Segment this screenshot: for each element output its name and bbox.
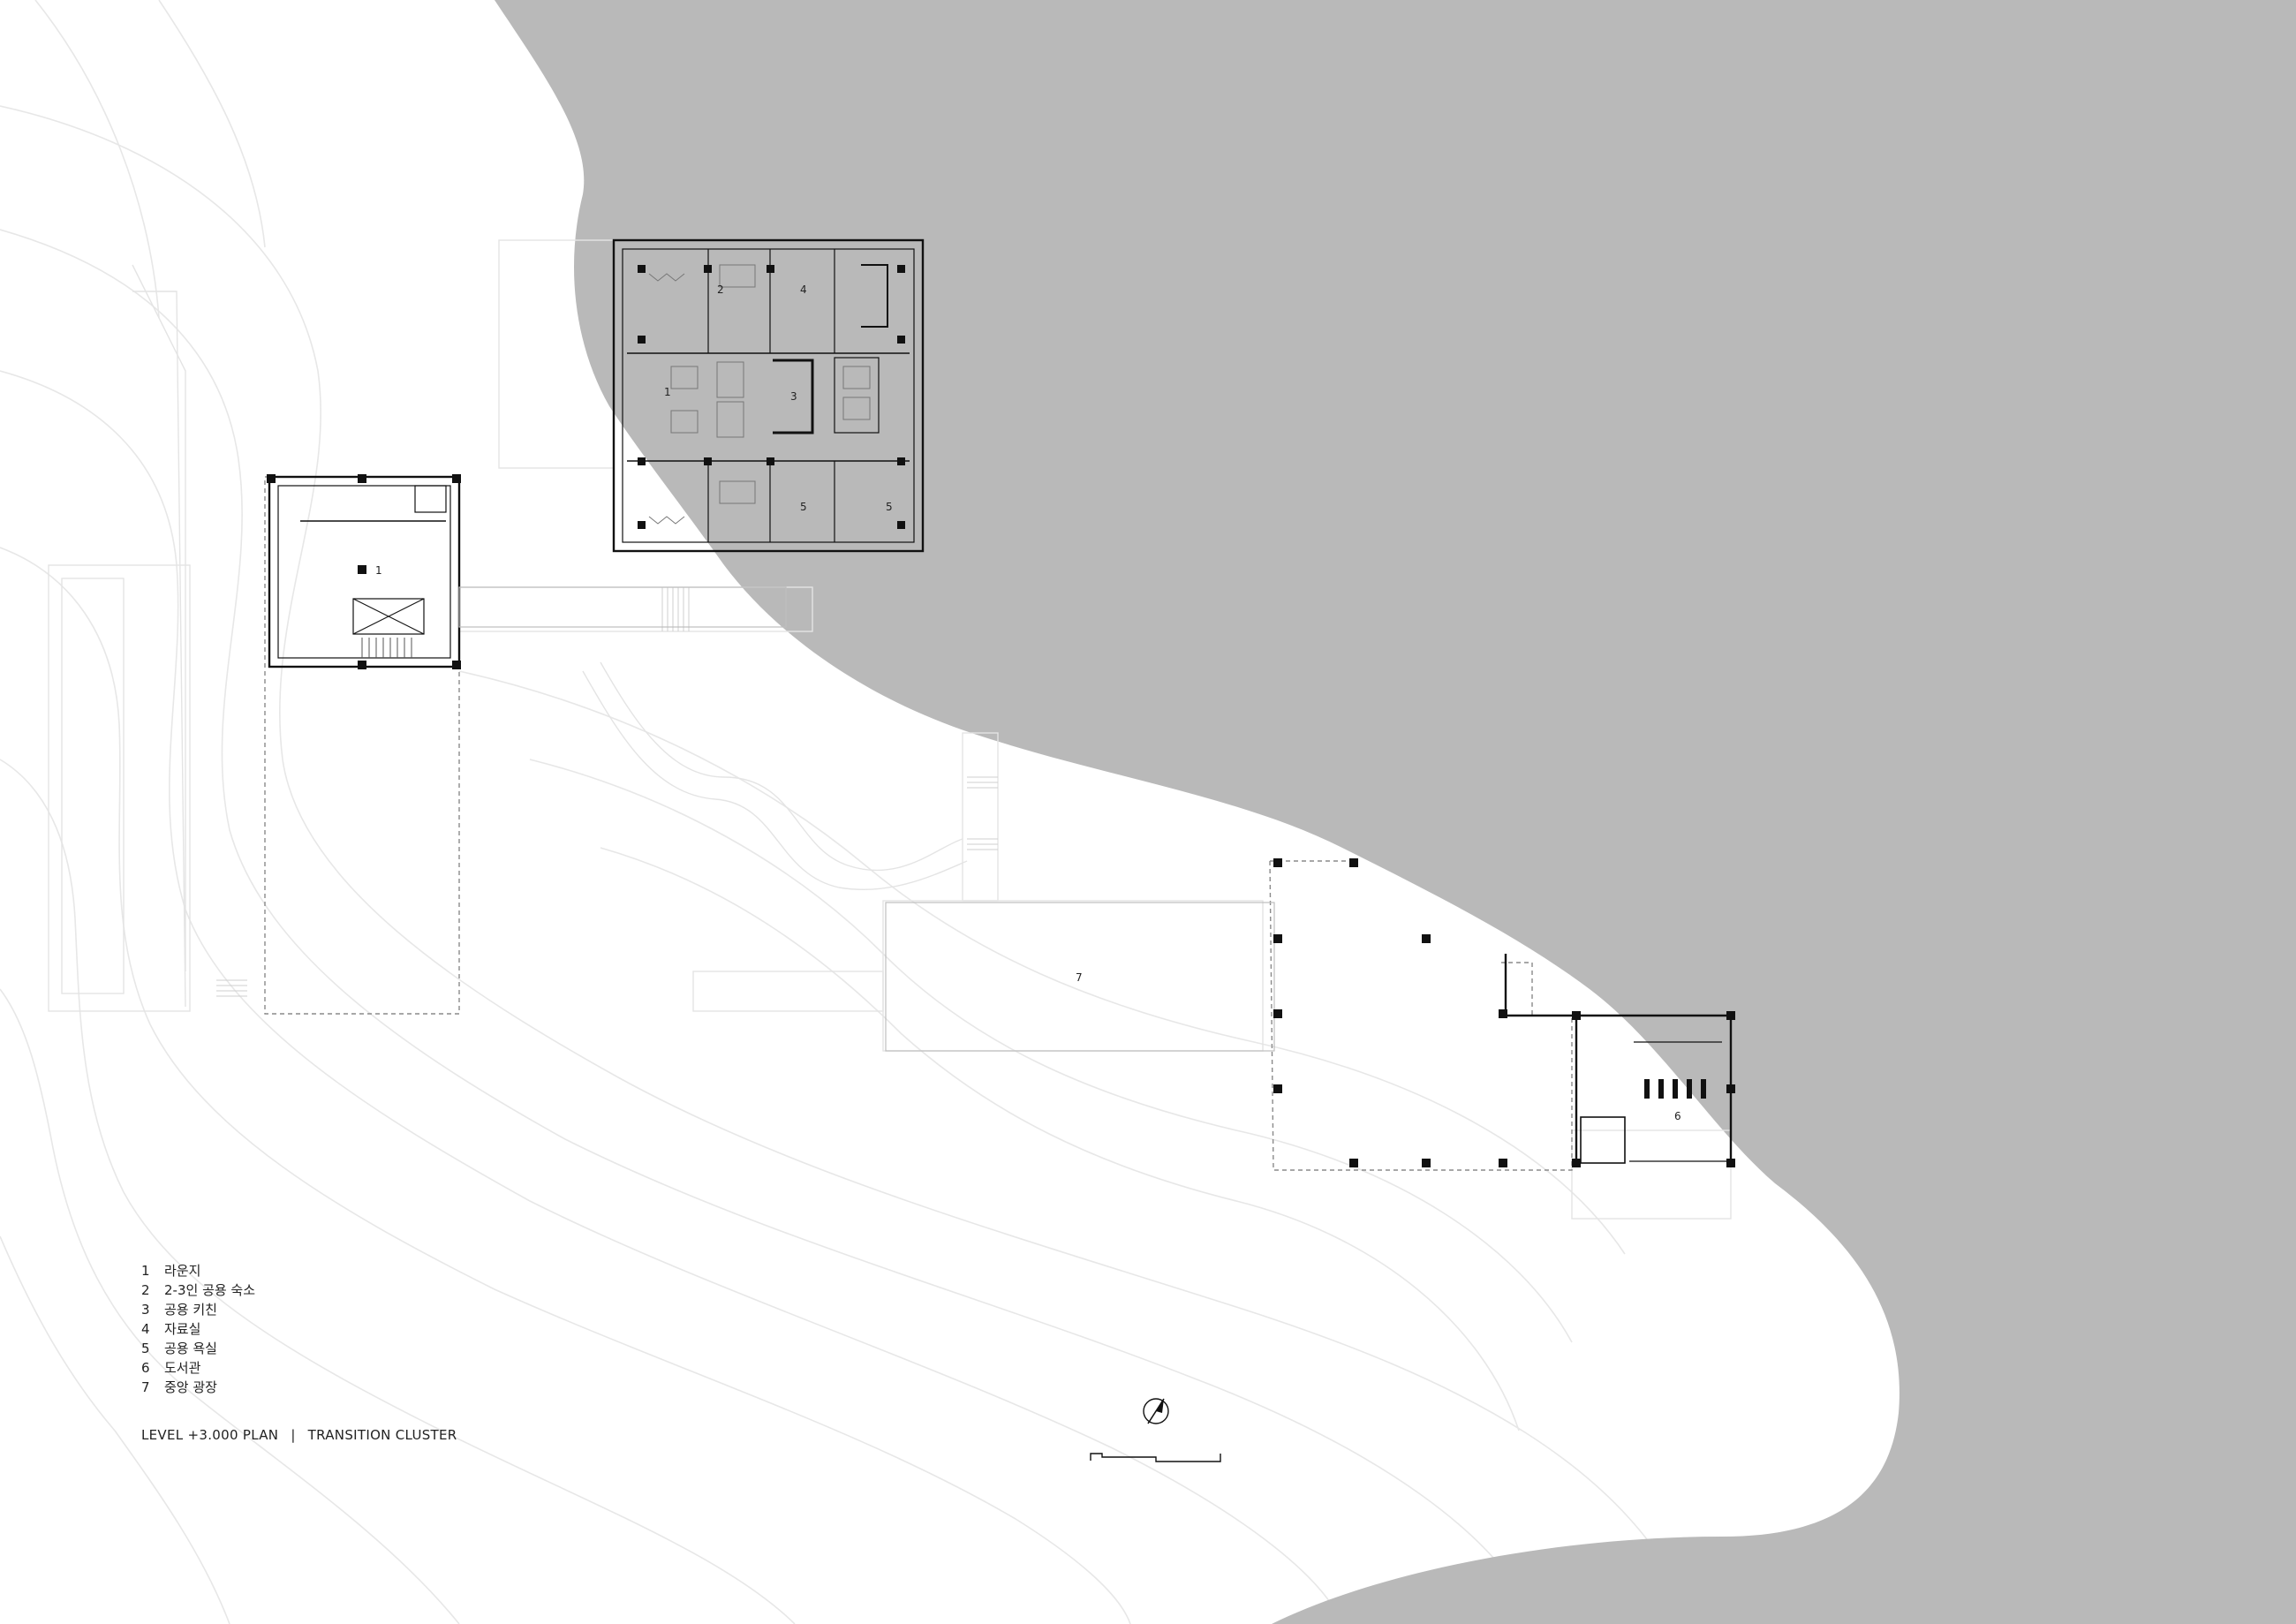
north-building-columns bbox=[638, 265, 905, 529]
legend-item: 7 중앙 광장 bbox=[141, 1378, 255, 1397]
plan-caption: LEVEL +3.000 PLAN | TRANSITION CLUSTER bbox=[141, 1427, 457, 1443]
room-label-bath-b: 5 bbox=[886, 501, 893, 513]
legend-text: 라운지 bbox=[164, 1263, 201, 1279]
legend-number: 2 bbox=[141, 1282, 150, 1298]
legend-text: 공용 욕실 bbox=[164, 1341, 217, 1356]
legend-item: 2 2-3인 공용 숙소 bbox=[141, 1280, 255, 1300]
legend-number: 1 bbox=[141, 1263, 150, 1279]
legend-text: 도서관 bbox=[164, 1360, 201, 1376]
room-label-archive: 4 bbox=[800, 283, 807, 296]
plan-level: LEVEL +3.000 PLAN bbox=[141, 1427, 279, 1443]
legend-item: 5 공용 욕실 bbox=[141, 1339, 255, 1358]
legend-text: 중앙 광장 bbox=[164, 1379, 217, 1395]
scale-bar-icon bbox=[1090, 1453, 1221, 1462]
caption-separator: | bbox=[291, 1427, 296, 1443]
stair-hatching bbox=[216, 587, 998, 997]
room-label-bath-a: 5 bbox=[800, 501, 807, 513]
legend-number: 7 bbox=[141, 1379, 150, 1395]
room-label-kitchen: 3 bbox=[790, 390, 797, 403]
legend-number: 5 bbox=[141, 1341, 150, 1356]
room-label-plaza: 7 bbox=[1076, 971, 1083, 984]
legend-number: 4 bbox=[141, 1321, 150, 1337]
legend-item: 4 자료실 bbox=[141, 1319, 255, 1339]
legend-text: 2-3인 공용 숙소 bbox=[164, 1282, 256, 1298]
room-label-lounge: 1 bbox=[664, 386, 671, 398]
legend-item: 6 도서관 bbox=[141, 1358, 255, 1378]
legend-text: 자료실 bbox=[164, 1321, 201, 1337]
west-building-columns bbox=[267, 474, 461, 669]
legend-item: 1 라운지 bbox=[141, 1261, 255, 1280]
furniture bbox=[648, 264, 871, 525]
central-plaza bbox=[885, 902, 1275, 1052]
plan-cluster: TRANSITION CLUSTER bbox=[307, 1427, 457, 1443]
legend-number: 6 bbox=[141, 1360, 150, 1376]
room-label-dorm: 2 bbox=[717, 283, 724, 296]
water-area bbox=[495, 0, 2296, 1624]
room-label-library: 6 bbox=[1674, 1110, 1681, 1122]
north-arrow-icon bbox=[1143, 1398, 1169, 1424]
library-columns bbox=[1273, 858, 1735, 1167]
legend-number: 3 bbox=[141, 1302, 150, 1318]
legend-item: 3 공용 키친 bbox=[141, 1300, 255, 1319]
legend: 1 라운지 2 2-3인 공용 숙소 3 공용 키친 4 자료실 5 공용 욕실 6 도서관… bbox=[141, 1261, 255, 1397]
library-shelves bbox=[1644, 1079, 1706, 1099]
west-building-stairs bbox=[361, 638, 412, 658]
legend-text: 공용 키친 bbox=[164, 1302, 217, 1318]
bridge bbox=[458, 586, 787, 628]
room-label-west-lounge: 1 bbox=[375, 564, 382, 577]
